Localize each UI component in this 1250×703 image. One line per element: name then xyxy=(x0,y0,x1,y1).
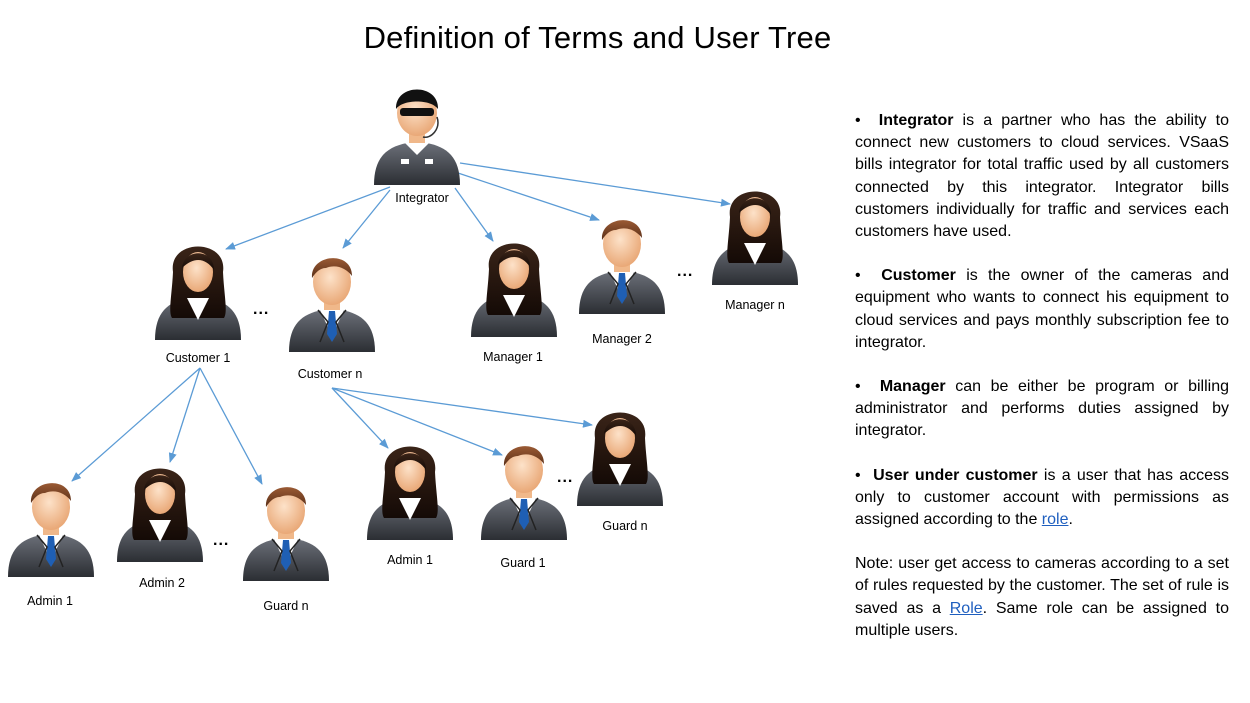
edge-integrator-to-customer_n xyxy=(342,189,391,249)
definition-integrator: • Integrator is a partner who has the ab… xyxy=(855,112,1229,241)
node-label-c1-admin-2: Admin 2 xyxy=(139,576,185,590)
user-tree-diagram xyxy=(8,89,798,581)
definition-user-under-customer: • User under customer is a user that has… xyxy=(855,466,1230,529)
node-label-customer-1: Customer 1 xyxy=(165,351,231,365)
role-link[interactable]: role xyxy=(1041,511,1069,529)
node-label-cn-guard-1: Guard 1 xyxy=(500,556,546,570)
person-icon-customer-1 xyxy=(155,246,241,340)
node-label-manager-2: Manager 2 xyxy=(592,332,652,346)
node-label-cn-guard-n: Guard n xyxy=(602,519,648,533)
edge-integrator-to-manager_2 xyxy=(454,171,600,221)
edge-customer_1-to-c1_admin_2 xyxy=(168,367,201,463)
person-icon-integrator xyxy=(374,89,460,185)
page-title: Definition of Terms and User Tree xyxy=(363,20,832,55)
ellipsis-c1-users: ... xyxy=(213,532,230,549)
person-icon-cn-admin-1 xyxy=(367,446,453,540)
node-label-cn-admin-1: Admin 1 xyxy=(387,553,433,567)
ellipsis-cn-users: ... xyxy=(557,469,574,486)
term-integrator: Integrator xyxy=(878,112,954,129)
node-label-c1-guard-n: Guard n xyxy=(263,599,309,613)
person-icon-cn-guard-1 xyxy=(481,446,567,540)
ellipsis-customers: ... xyxy=(253,301,270,318)
edge-customer_1-to-c1_guard_n xyxy=(199,367,263,485)
node-label-c1-admin-1: Admin 1 xyxy=(27,594,73,608)
ellipsis-managers: ... xyxy=(677,263,694,280)
person-icon-manager-1 xyxy=(471,243,557,337)
node-label-manager-1: Manager 1 xyxy=(483,350,543,364)
edge-integrator-to-customer_1 xyxy=(225,186,391,250)
term-manager: Manager xyxy=(879,378,946,396)
person-icon-c1-admin-1 xyxy=(8,483,94,577)
person-icon-c1-guard-n xyxy=(243,487,329,581)
term-user-under-customer: User under customer xyxy=(873,466,1038,484)
person-icon-customer-n xyxy=(289,258,375,352)
person-icon-c1-admin-2 xyxy=(117,468,203,562)
person-icon-manager-2 xyxy=(579,220,665,314)
edge-customer_n-to-cn_guard_1 xyxy=(331,387,503,456)
edge-customer_1-to-c1_admin_1 xyxy=(71,367,201,482)
edge-customer_n-to-cn_guard_n xyxy=(331,387,593,428)
person-icon-manager-n xyxy=(712,191,798,285)
edge-integrator-to-manager_1 xyxy=(454,187,494,242)
definition-customer: • Customer is the owner of the cameras a… xyxy=(855,267,1229,351)
node-label-integrator: Integrator xyxy=(395,191,449,205)
edge-customer_n-to-cn_admin_1 xyxy=(331,387,389,449)
definition-manager: • Manager can be either be program or bi… xyxy=(855,378,1230,440)
node-label-customer-n: Customer n xyxy=(297,367,363,381)
role-link-note[interactable]: Role xyxy=(949,599,983,617)
definitions-panel: • Integrator is a partner who has the ab… xyxy=(855,110,1229,664)
term-customer: Customer xyxy=(881,267,956,285)
person-icon-cn-guard-n xyxy=(577,412,663,506)
node-label-manager-n: Manager n xyxy=(725,298,785,312)
edge-integrator-to-manager_n xyxy=(459,162,731,207)
note-paragraph: Note: user get access to cameras accordi… xyxy=(855,555,1230,639)
